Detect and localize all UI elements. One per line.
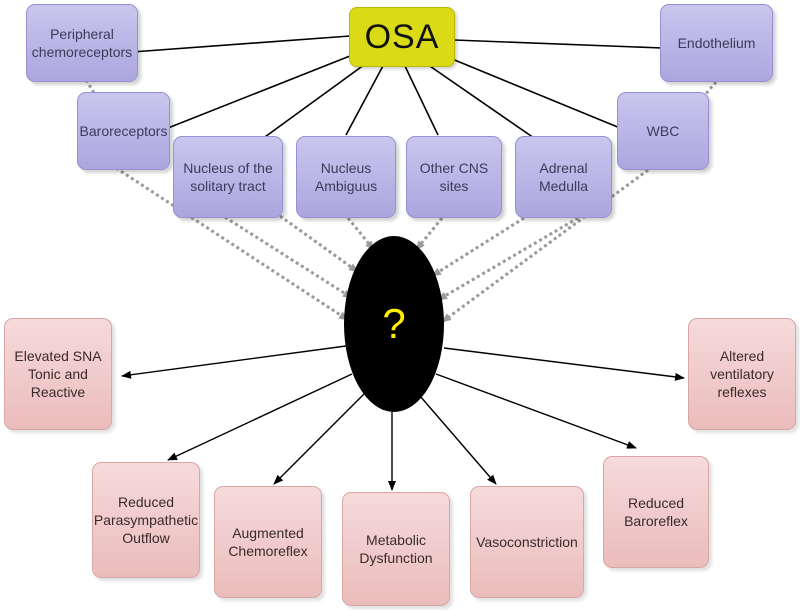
- link-osa-baroreceptors: [167, 51, 361, 129]
- link-adrenal-medulla-hub-2: [437, 216, 579, 302]
- nucleus-ambiguus-node: Nucleus Ambiguus: [296, 136, 396, 218]
- link-nucleus-ambiguus-hub-2: [346, 217, 376, 251]
- wbc-node: WBC: [617, 92, 709, 170]
- link-nucleus-solitary-tract-hub: [219, 212, 353, 300]
- link-hub-altered-ventilatory: [443, 347, 685, 381]
- link-hub-reduced-baroreflex: [435, 373, 637, 449]
- link-osa-other-cns-sites: [403, 63, 439, 136]
- metabolic-dysfunction-node: Metabolic Dysfunction: [342, 492, 450, 606]
- endothelium-node: Endothelium: [660, 4, 773, 82]
- link-hub-augmented-chemoreflex: [273, 393, 365, 485]
- link-osa-wbc: [439, 53, 621, 129]
- link-wbc-hub: [441, 168, 649, 324]
- link-osa-adrenal-medulla: [423, 61, 535, 139]
- reduced-baroreflex-node: Reduced Baroreflex: [603, 456, 709, 568]
- link-osa-nucleus-ambiguus: [345, 63, 385, 136]
- other-cns-sites-node: Other CNS sites: [406, 136, 502, 218]
- augmented-chemoreflex-node: Augmented Chemoreflex: [214, 486, 322, 598]
- altered-ventilatory-node: Altered ventilatory reflexes: [688, 318, 796, 430]
- link-hub-reduced-parasympathetic: [167, 373, 353, 461]
- osa-node: OSA: [349, 7, 455, 67]
- link-adrenal-medulla-hub: [431, 216, 525, 278]
- nucleus-solitary-tract-node: Nucleus of the solitary tract: [173, 136, 283, 218]
- peripheral-chemoreceptors-node: Peripheral chemoreceptors: [26, 4, 138, 82]
- link-osa-nucleus-solitary-tract: [257, 61, 369, 143]
- vasoconstriction-node: Vasoconstriction: [470, 486, 584, 598]
- reduced-parasympathetic-node: Reduced Parasympathetic Outflow: [92, 462, 200, 578]
- link-osa-peripheral-chemoreceptors: [131, 35, 351, 53]
- link-nucleus-ambiguus-hub: [279, 214, 359, 274]
- link-hub-elevated-sna: [121, 345, 347, 379]
- link-baroreceptors-hub: [115, 166, 349, 322]
- link-other-cns-sites-hub: [414, 217, 444, 251]
- adrenal-medulla-node: Adrenal Medulla: [515, 136, 612, 218]
- elevated-sna-node: Elevated SNA Tonic and Reactive: [4, 318, 112, 430]
- link-osa-endothelium: [453, 39, 663, 49]
- link-hub-vasoconstriction: [419, 395, 497, 485]
- unknown-mechanism-hub: ?: [344, 236, 444, 412]
- baroreceptors-node: Baroreceptors: [77, 92, 170, 170]
